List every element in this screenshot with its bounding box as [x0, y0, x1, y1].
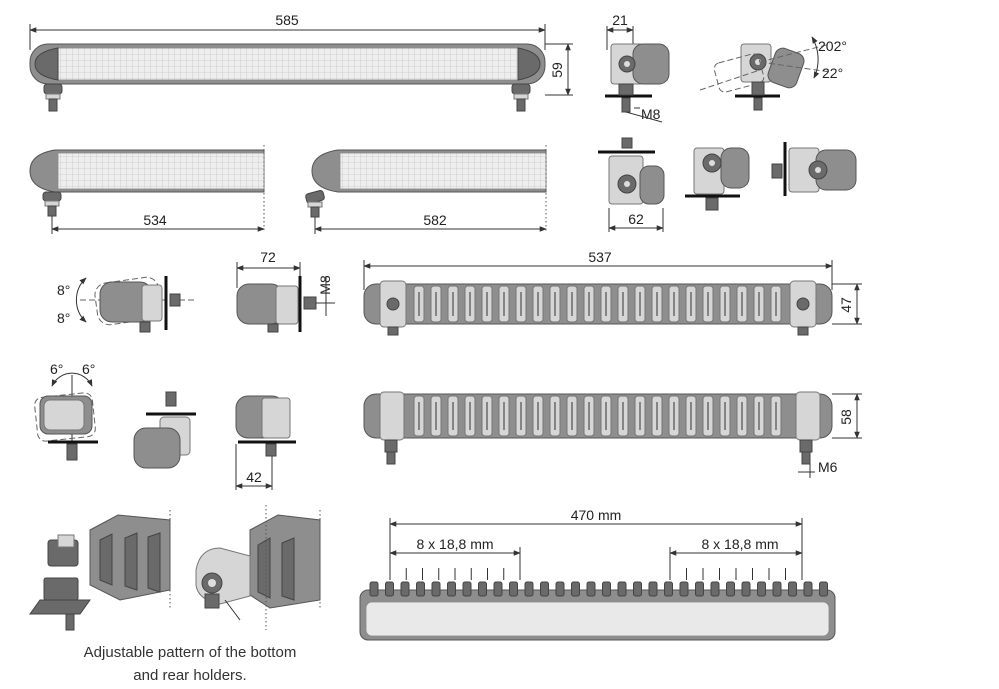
dim-left-pattern: 8 x 18,8 mm [416, 536, 493, 552]
dim-470-mm: 470 mm [571, 507, 622, 523]
depth-view-72: 72 M8 [236, 249, 335, 333]
pattern-fin [741, 581, 751, 597]
bracket-rear-view [771, 142, 857, 196]
pattern-fin [509, 581, 518, 597]
dim-585: 585 [275, 12, 299, 28]
dim-6-deg-right: 6° [82, 361, 95, 377]
bottom-fins [413, 395, 782, 437]
dim-534: 534 [143, 212, 167, 228]
dim-42: 42 [246, 469, 262, 485]
pattern-bar-470: 470 mm 8 x 18,8 mm 8 x 18,8 mm [359, 507, 836, 641]
dim-right-pattern: 8 x 18,8 mm [701, 536, 778, 552]
rear-bar-537: 537 47 [363, 249, 862, 336]
pattern-fin [493, 581, 503, 597]
caption-line-1: Adjustable pattern of the bottom [84, 644, 297, 661]
pattern-fin [803, 581, 813, 597]
pattern-fins [369, 581, 828, 597]
pattern-fin [478, 581, 487, 597]
dim-202-deg: 202° [818, 38, 847, 54]
pattern-fin [819, 581, 828, 597]
pattern-fin [757, 581, 766, 597]
dim-8-deg-down: 8° [57, 310, 70, 326]
pattern-fin [571, 581, 580, 597]
bracket-side-view: 21 M8 [605, 12, 670, 123]
dim-582: 582 [423, 212, 447, 228]
pattern-fin [602, 581, 611, 597]
pattern-fin [447, 581, 456, 597]
swivel-view: 6° 6° [34, 361, 98, 461]
pattern-fin [416, 581, 425, 597]
pattern-fin [524, 581, 534, 597]
dim-22-deg: 22° [822, 65, 843, 81]
caption-line-2: and rear holders. [133, 667, 246, 684]
bracket-down-view [685, 147, 750, 211]
light-bar-534: 534 [29, 145, 265, 234]
dim-58: 58 [838, 409, 854, 425]
dim-47: 47 [838, 297, 854, 313]
dim-m6: M6 [818, 459, 838, 475]
pattern-fin [400, 581, 410, 597]
dim-59: 59 [549, 62, 565, 78]
pattern-fin [726, 581, 735, 597]
bracket-stack-view: 62 [598, 137, 665, 232]
dim-72: 72 [260, 249, 276, 265]
dim-6-deg-left: 6° [50, 361, 63, 377]
pattern-fin [540, 581, 549, 597]
bottom-bar-58: M6 58 [363, 391, 862, 478]
pattern-fin [648, 581, 658, 597]
pattern-fin [555, 581, 565, 597]
light-bar-585: 585 59 [29, 12, 573, 112]
holder-perspective-left [29, 510, 171, 631]
dim-m8-side: M8 [317, 275, 333, 295]
foot-left [43, 83, 63, 112]
holder-perspective-right [195, 505, 321, 630]
dim-21: 21 [612, 12, 628, 28]
dim-m8-top: M8 [641, 106, 661, 122]
pattern-fin [788, 581, 797, 597]
dim-8-deg-up: 8° [57, 282, 70, 298]
pattern-fin [710, 581, 720, 597]
tilt-view: 202° 22° [699, 36, 847, 111]
pattern-fin [664, 581, 673, 597]
depth-view-42: 42 [235, 395, 296, 490]
foot-right [511, 83, 531, 112]
dim-62: 62 [628, 211, 644, 227]
pattern-fin [679, 581, 689, 597]
pattern-fin [462, 581, 472, 597]
pattern-fin [431, 581, 441, 597]
dim-537: 537 [588, 249, 612, 265]
light-bar-582: 582 [305, 145, 547, 234]
pattern-fin [633, 581, 642, 597]
pattern-fin [385, 581, 394, 597]
pattern-fin [369, 581, 379, 597]
pattern-fin [772, 581, 782, 597]
pattern-ticks [389, 568, 803, 580]
rotation-view: 8° 8° [57, 276, 195, 333]
pattern-fin [695, 581, 704, 597]
pattern-fin [617, 581, 627, 597]
rear-fins [413, 285, 782, 323]
side-bracket-view [133, 391, 196, 469]
pattern-fin [586, 581, 596, 597]
